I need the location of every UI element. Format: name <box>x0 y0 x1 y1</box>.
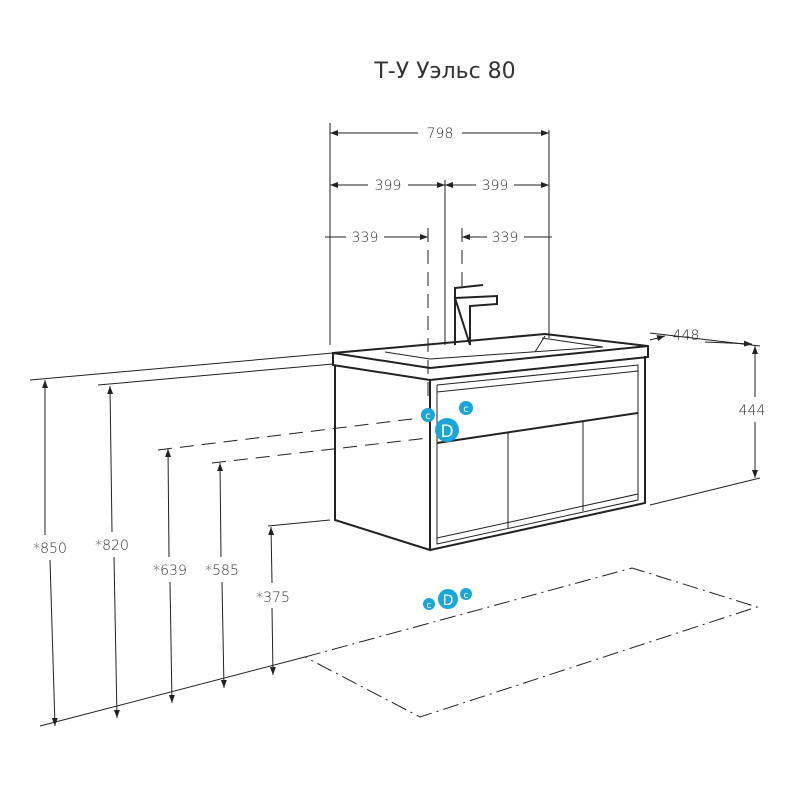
dim-585: *585 <box>205 462 239 689</box>
svg-text:798: 798 <box>427 126 454 142</box>
vanity-cabinet <box>332 332 649 552</box>
svg-text:*850: *850 <box>33 541 67 557</box>
dim-399: 399 399 <box>330 178 549 194</box>
svg-text:*375: *375 <box>256 590 290 606</box>
extension-lines <box>329 123 550 400</box>
dim-639: *639 <box>153 448 187 704</box>
svg-text:c: c <box>427 601 432 611</box>
dim-339: 339 339 <box>325 230 552 246</box>
svg-text:444: 444 <box>739 403 766 419</box>
svg-text:448: 448 <box>673 328 700 344</box>
svg-text:399: 399 <box>482 178 509 194</box>
wall-connection-markers: c c D <box>421 401 473 442</box>
title: Т-У Уэльс 80 <box>373 59 515 84</box>
cold-water-marker <box>423 598 435 610</box>
svg-text:c: c <box>463 404 469 415</box>
svg-text:339: 339 <box>352 230 379 246</box>
wall-lines <box>29 352 759 727</box>
floor-connection-markers: c c D <box>423 588 472 611</box>
hot-water-marker <box>459 401 473 415</box>
faucet <box>453 284 498 346</box>
svg-text:*639: *639 <box>153 563 187 579</box>
drain-marker <box>435 418 459 442</box>
dim-444: 444 <box>649 346 766 506</box>
cold-water-marker <box>421 408 435 422</box>
dim-820: *820 <box>95 385 129 719</box>
dim-448: 448 <box>649 328 761 347</box>
svg-text:D: D <box>440 422 453 442</box>
hot-water-marker <box>460 588 472 600</box>
drain-marker <box>438 589 458 609</box>
svg-text:339: 339 <box>492 230 519 246</box>
svg-text:c: c <box>425 411 431 422</box>
svg-text:*820: *820 <box>95 538 129 554</box>
dim-375: *375 <box>256 526 290 676</box>
dim-850: *850 <box>33 380 67 727</box>
svg-text:D: D <box>443 593 454 609</box>
svg-text:*585: *585 <box>205 563 239 579</box>
svg-text:c: c <box>464 591 469 601</box>
svg-text:399: 399 <box>375 178 402 194</box>
dim-798: 798 <box>330 126 549 142</box>
